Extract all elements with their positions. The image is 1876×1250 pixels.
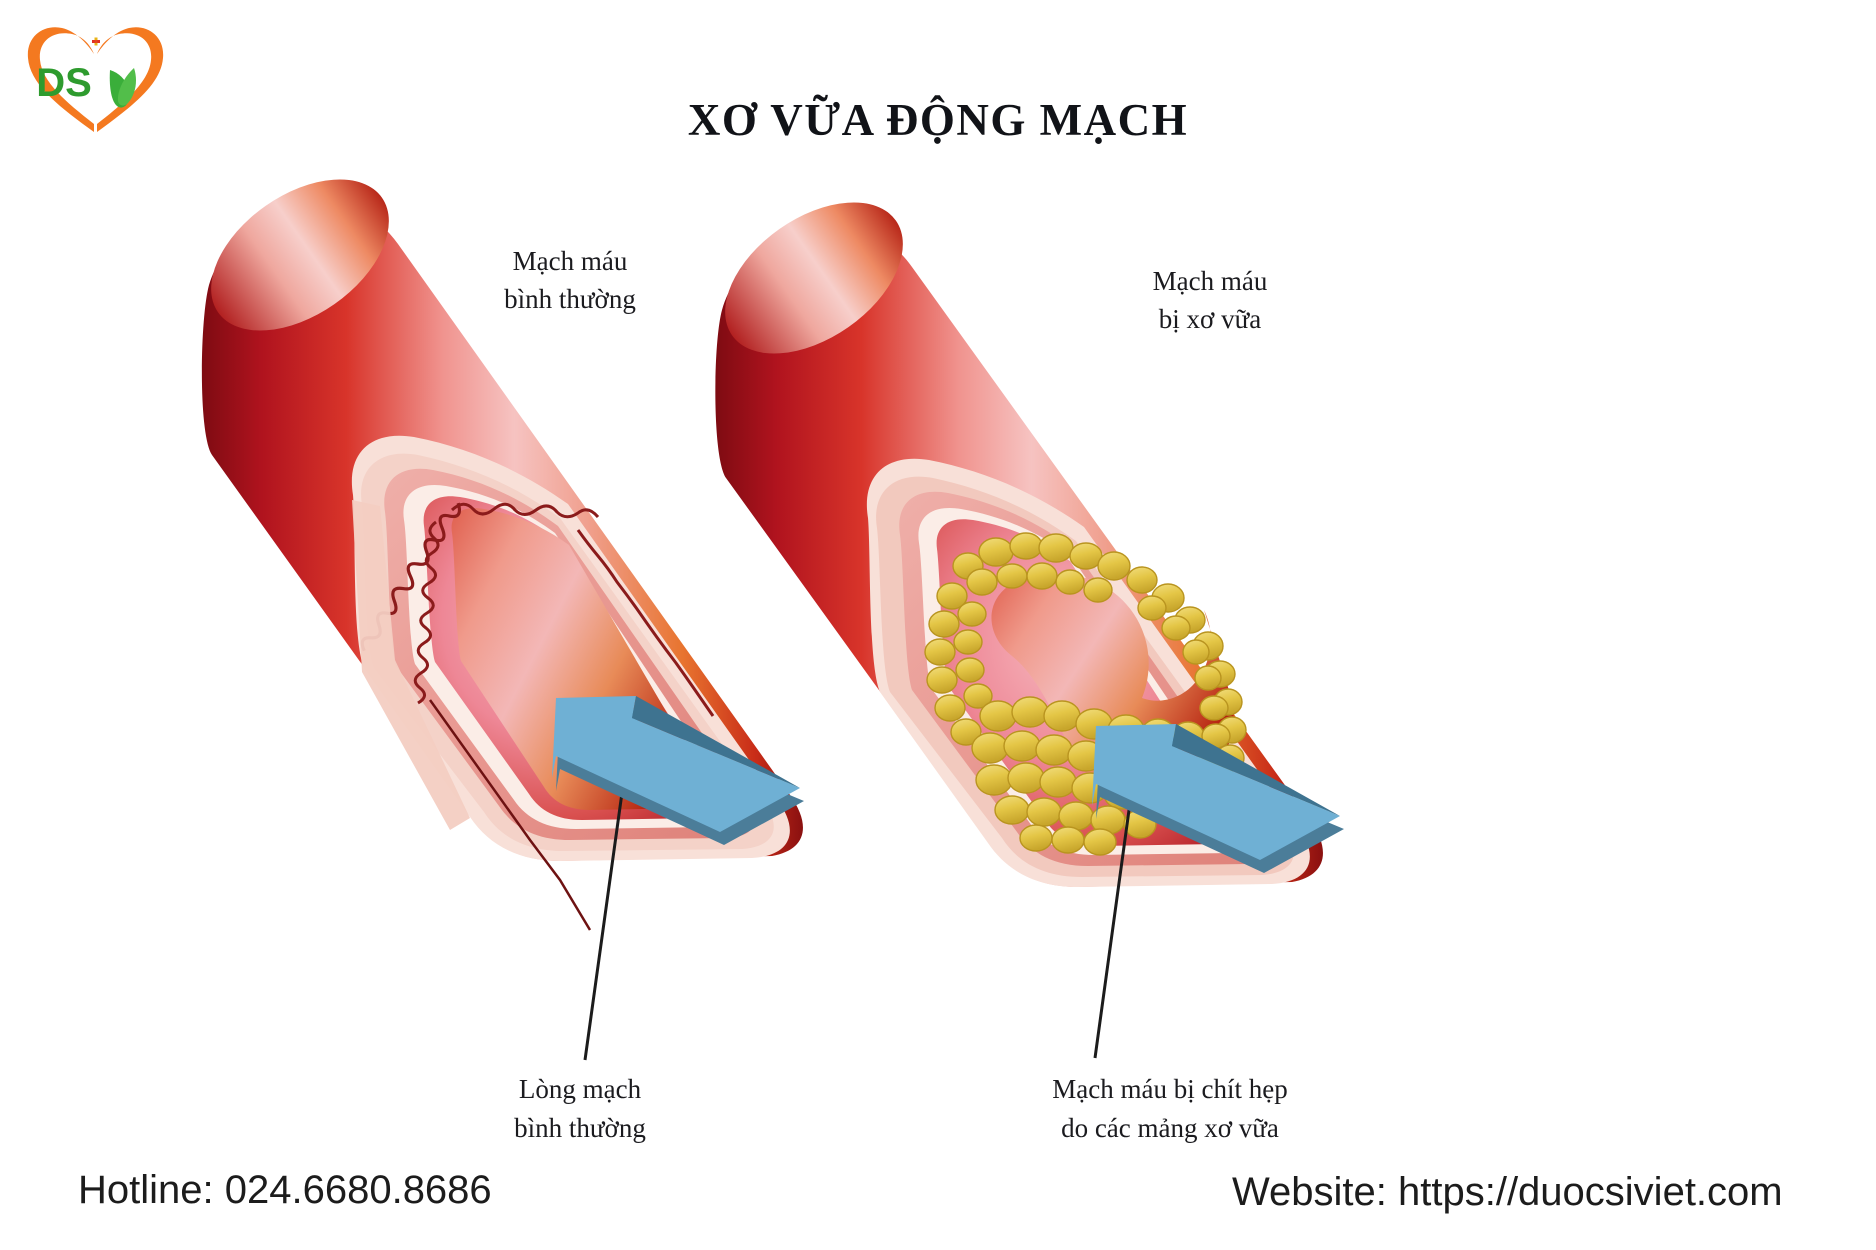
- normal-vessel-blood-flow-arrow: [552, 696, 804, 845]
- normal-vessel-label: Mạch máu bình thường: [430, 242, 710, 319]
- athero-vessel-lumen: [936, 519, 1239, 846]
- logo-wordmark: DS: [36, 61, 92, 105]
- heart-right-stroke: [97, 27, 164, 133]
- athero-vessel-intima: [918, 507, 1256, 855]
- normal-vessel-cap: [211, 179, 389, 331]
- athero-vessel-caption-line2: do các mảng xơ vữa: [1061, 1113, 1279, 1144]
- athero-vessel-caption-line1: Mạch máu bị chít hẹp: [1052, 1074, 1288, 1104]
- athero-vessel-cap: [725, 202, 903, 354]
- normal-vessel-caption-line2: bình thường: [514, 1113, 646, 1144]
- normal-vessel-label-line2: bình thường: [504, 284, 636, 315]
- normal-vessel-cut-wedge: [352, 500, 470, 830]
- athero-vessel-leader-line: [1093, 729, 1142, 1059]
- athero-vessel-outer-rim: [876, 476, 1294, 877]
- page-title: XƠ VỮA ĐỘNG MẠCH: [687, 95, 1189, 145]
- normal-vessel-deep-lumen: [451, 508, 712, 810]
- normal-vessel-endothelium-left: [413, 520, 440, 705]
- athero-vessel-label-line2: bị xơ vữa: [1158, 304, 1262, 335]
- normal-vessel-endothelium-top: [450, 502, 600, 519]
- athero-vessel-label-line1: Mạch máu: [1152, 266, 1268, 296]
- normal-vessel-caption: Lòng mạch bình thường: [430, 1070, 730, 1148]
- athero-vessel-blood-flow-arrow: [1092, 724, 1344, 873]
- heart-left-stroke: [27, 27, 95, 133]
- normal-vessel-label-line1: Mạch máu: [512, 246, 628, 276]
- plaque-deposits: [924, 532, 1247, 856]
- hotline-text: Hotline: 024.6680.8686: [78, 1168, 492, 1212]
- normal-vessel-endothelium-right: [576, 529, 715, 717]
- athero-vessel-media: [899, 491, 1276, 866]
- athero-vessel-label: Mạch máu bị xơ vữa: [1070, 262, 1350, 339]
- athero-vessel-adventitia: [866, 458, 1310, 887]
- normal-vessel-lumen: [423, 496, 721, 820]
- normal-vessel-media: [384, 468, 756, 840]
- normal-vessel-caption-line1: Lòng mạch: [518, 1074, 642, 1104]
- medical-cross-icon: [92, 37, 100, 46]
- athero-vessel-narrowed-lumen: [991, 573, 1234, 795]
- normal-vessel-intima: [403, 484, 736, 829]
- normal-vessel-outer-rim: [361, 453, 774, 851]
- duoc-si-viet-logo[interactable]: DS: [18, 14, 173, 139]
- leaf-icon-secondary: [117, 68, 136, 106]
- normal-vessel-endothelium-line: [360, 502, 462, 652]
- normal-vessel-leader-line: [583, 734, 632, 1061]
- normal-vessel-adventitia: [351, 435, 790, 861]
- athero-vessel-caption: Mạch máu bị chít hẹp do các mảng xơ vữa: [970, 1070, 1370, 1148]
- normal-vessel-cut-edge-line: [428, 699, 592, 931]
- website-text[interactable]: Website: https://duocsiviet.com: [1232, 1170, 1783, 1214]
